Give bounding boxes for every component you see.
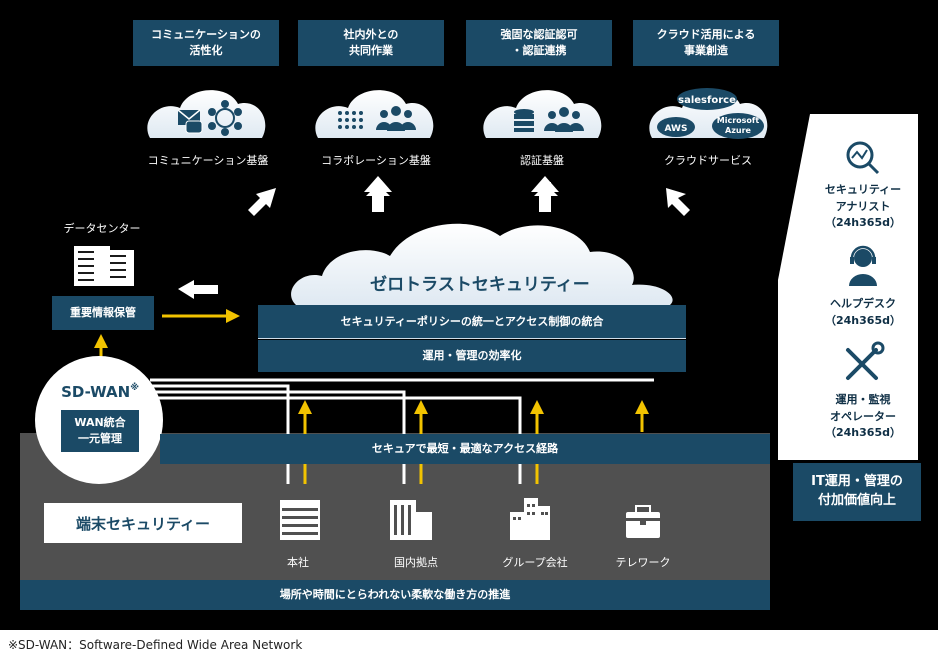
arrow-up-left: [248, 188, 276, 216]
chat-icon: [185, 120, 203, 134]
it-value-box: IT運用・管理の 付加価値向上: [793, 463, 921, 521]
datacenter-title: データセンター: [63, 222, 141, 235]
footnote: ※SD-WAN：Software-Defined Wide Area Netwo…: [8, 638, 303, 652]
sdwan-wan-box: WAN統合 一元管理: [61, 410, 139, 452]
benefit-communication: コミュニケーションの 活性化: [133, 20, 279, 66]
team-icon: [376, 106, 416, 131]
cloud-collaboration: [315, 90, 434, 138]
sdwan-footnote-mark: ※: [130, 383, 139, 393]
arrow-to-zero-trust: [162, 309, 240, 323]
it-operations-monitoring: 運用・監視 オペレーター （24h365d）: [825, 393, 901, 439]
users-icon: [544, 107, 584, 132]
sdwan-title-text: SD-WAN: [61, 383, 131, 401]
it-services-panel: [778, 114, 918, 460]
datacenter-storage-box: 重要情報保管: [52, 296, 154, 330]
arrow-up-collab: [364, 176, 392, 212]
sdwan-title: SD-WAN※: [48, 383, 152, 401]
benefit-collaboration: 社内外との 共同作業: [298, 20, 444, 66]
arrow-up-right: [666, 188, 690, 216]
secure-route-bar: セキュアで最短・最適なアクセス経路: [160, 434, 770, 464]
zero-trust-efficiency-row: 運用・管理の効率化: [258, 340, 686, 372]
benefit-authentication: 強固な認証認可 ・認証連携: [466, 20, 612, 66]
aws-label: AWS: [665, 124, 688, 134]
azure-label-1: Microsoft: [717, 116, 760, 125]
cloud-communication: [147, 90, 266, 138]
location-telework: テレワーク: [615, 556, 671, 569]
endpoint-security-box: 端末セキュリティー: [44, 503, 242, 543]
location-group-company: グループ会社: [502, 556, 568, 569]
helpdesk-operator-icon: [849, 245, 877, 286]
database-icon: [514, 109, 534, 132]
zero-trust-cloud: [291, 223, 673, 305]
arrow-up-auth: [531, 176, 559, 212]
location-headquarters: 本社: [287, 556, 309, 569]
branch-building-icon: [390, 500, 432, 540]
service-label-collaboration: コラボレーション基盤: [321, 154, 431, 167]
network-user-icon: [208, 100, 242, 136]
group-company-buildings-icon: [510, 498, 550, 540]
headquarters-building-icon: [280, 500, 320, 540]
zero-trust-title: ゼロトラストセキュリティー: [370, 275, 590, 295]
service-label-communication: コミュニケーション基盤: [147, 154, 269, 167]
it-helpdesk: ヘルプデスク （24h365d）: [825, 297, 901, 327]
aws-logo-icon: [657, 117, 695, 137]
azure-label-2: Azure: [725, 126, 751, 135]
azure-logo-icon: [712, 113, 764, 139]
zero-trust-policy-row: セキュリティーポリシーの統一とアクセス制御の統合: [258, 305, 686, 339]
salesforce-logo-icon: [677, 88, 737, 110]
it-security-analyst: セキュリティー アナリスト （24h365d）: [824, 183, 902, 229]
salesforce-label: salesforce: [678, 95, 736, 106]
server-rack-icon: [74, 246, 134, 286]
operations-tools-icon: [846, 341, 885, 380]
arrow-to-datacenter: [178, 280, 218, 299]
telework-briefcase-icon: [626, 505, 660, 538]
service-label-authentication: 認証基盤: [520, 154, 564, 167]
benefit-cloud-business: クラウド活用による 事業創造: [633, 20, 779, 66]
location-domestic-branch: 国内拠点: [394, 556, 438, 569]
security-analyst-icon: [846, 141, 880, 175]
keypad-icon: [338, 111, 363, 129]
flexible-work-bar: 場所や時間にとらわれない柔軟な働き方の推進: [20, 580, 770, 610]
service-label-cloud: クラウドサービス: [664, 154, 752, 167]
